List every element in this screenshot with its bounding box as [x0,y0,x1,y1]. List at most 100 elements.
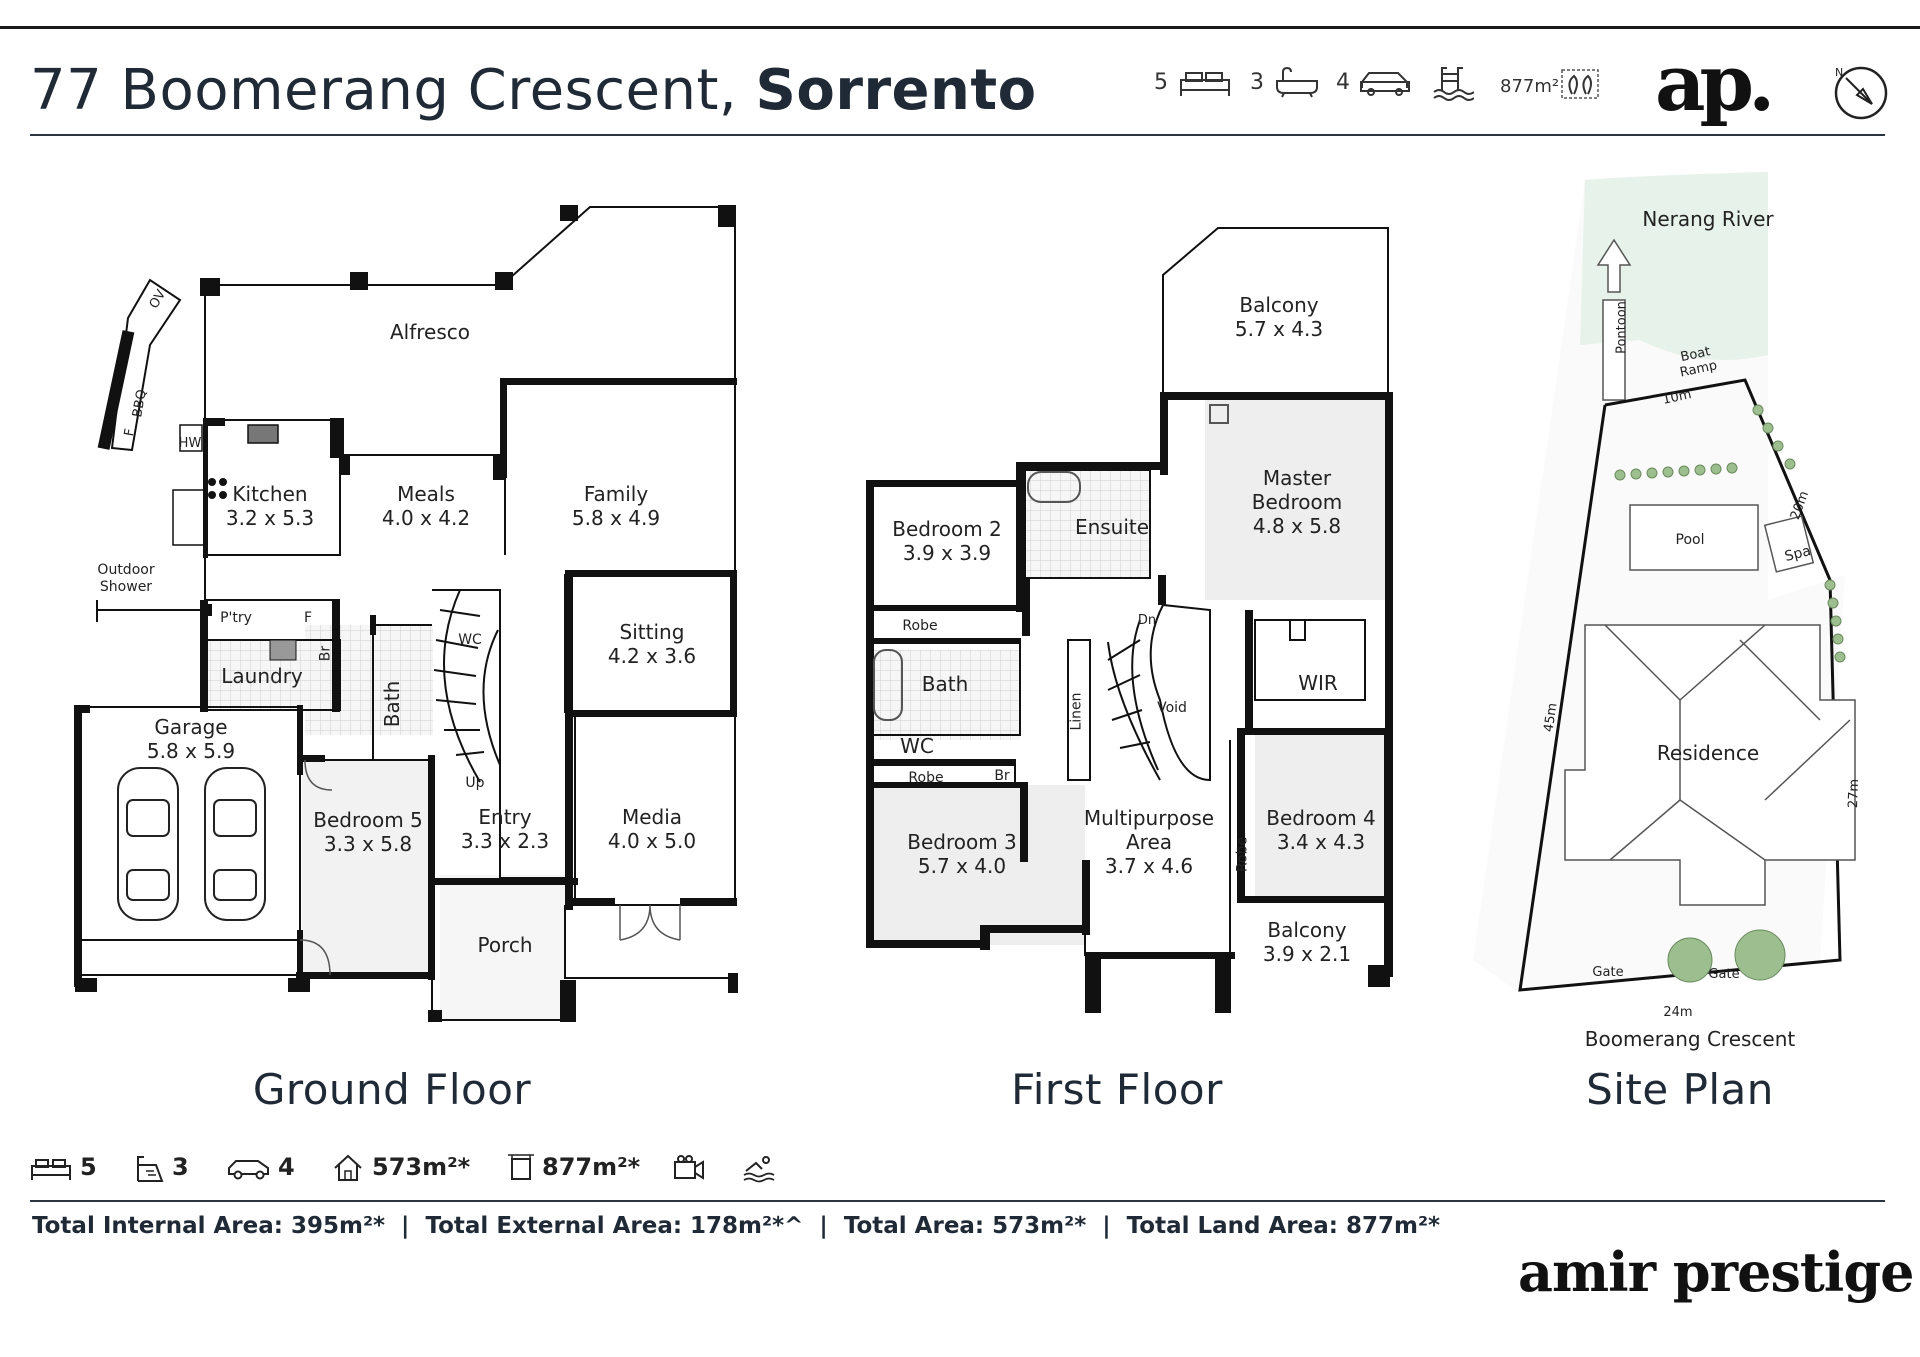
logo-ap: ap. [1655,38,1775,129]
land-size-text: 877m² [1500,76,1560,97]
room-sitting-size: 4.2 x 3.6 [607,644,697,668]
media-bottom [564,905,735,979]
wall-wir-left [1245,610,1253,730]
wall-bath-top [370,615,376,635]
wall-media-bottom-r [680,898,737,906]
wall-ensuite-bottom [1022,578,1030,636]
room-entry: Entry 3.3 x 2.3 [461,805,549,853]
ground-floor-plan [74,205,738,1022]
family-outline [505,379,736,575]
wall-balcony-pillar [1368,965,1390,987]
room-kitchen-name: Kitchen [232,482,308,506]
title-divider [30,134,1885,136]
wall-bed5-top [300,755,325,762]
alfresco-outline [205,206,736,380]
wall-bed2-right [1016,462,1024,612]
site-street-label: Boomerang Crescent [1584,1027,1796,1051]
room-meals: Meals 4.0 x 4.2 [382,482,470,530]
stairs-up-label: Up [465,775,485,791]
site-pontoon-label: Pontoon [1614,301,1630,354]
wall-kitchen-top-l [205,418,225,426]
bathtub-icon [1276,66,1318,98]
room-sitting-name: Sitting [619,620,685,644]
room-master-name1: Master [1262,466,1332,490]
wall-entry-bottom [428,878,578,885]
wir-notch [1289,620,1306,641]
property-title: 77 Boomerang Crescent, Sorrento [30,58,1037,123]
cars-count: 4 [1336,70,1350,95]
wall-bed4-top [1237,728,1387,735]
room-wc-ground: WC [458,632,482,648]
room-pantry: P'try [220,610,252,626]
ground-floor-title: Ground Floor [252,1065,532,1114]
room-bedroom4-name: Bedroom 4 [1266,806,1376,830]
room-bedroom4-size: 3.4 x 4.3 [1276,830,1366,854]
wall-bed3-step [980,925,990,950]
pontoon-arrow [1596,238,1632,293]
wall-bath-bottom-ff [866,760,1016,766]
linen-cupboard [1067,639,1091,781]
room-balcony-top-name: Balcony [1239,293,1319,317]
site-gate1-label: Gate [1592,965,1624,980]
compass-north-label: N [1835,66,1843,79]
wall-kitchen-top-r [330,418,344,458]
room-kitchen-size: 3.2 x 5.3 [225,506,315,530]
room-br-ff: Br [994,768,1010,784]
room-family: Family 5.8 x 4.9 [572,482,660,530]
wall-garage-left [74,705,82,987]
room-balcony-bottom-name: Balcony [1267,918,1347,942]
wall-laundry-right [332,600,340,712]
wall-porch-corner-l [428,1010,442,1022]
site-dim-27m: 27m [1845,778,1863,809]
room-alfresco: Alfresco [389,320,471,344]
car-icon [1360,72,1410,96]
wall-bed4-bottom [1237,896,1387,903]
room-balcony-top-size: 5.7 x 4.3 [1234,317,1324,341]
room-meals-size: 4.0 x 4.2 [381,506,471,530]
room-balcony-bottom: Balcony 3.9 x 2.1 [1263,918,1351,966]
room-garage: Garage 5.8 x 5.9 [147,715,235,763]
bath-icon-bottom [137,1156,164,1182]
wall-bed3-top [866,782,1021,788]
wall-ensuite-br [1158,575,1166,605]
room-family-name: Family [583,482,649,506]
outdoor-shower-label: Outdoor Shower [97,562,154,596]
wall-media-bottom-l [565,898,615,906]
void-label: Void [1157,700,1187,716]
wall-garage-corner [74,705,90,713]
room-master-size: 4.8 x 5.8 [1252,514,1342,538]
wall-media-pillar [728,973,738,993]
wall-kitchen-left [203,418,208,558]
wall-bed5-right [428,755,435,980]
room-family-size: 5.8 x 4.9 [571,506,661,530]
wir-outline [1254,619,1366,701]
camera-icon [674,1155,704,1180]
room-multipurpose-name1: Multipurpose [1083,806,1215,830]
wall-alfresco-pillar-1 [350,272,368,290]
river-area [1580,172,1768,360]
wall-bed5-bottom [296,972,434,979]
bottom-divider [30,1200,1885,1202]
garage-cars [117,767,266,921]
wall-multi-pillar-l [1085,955,1101,1013]
ff-staircase [1107,619,1161,781]
wall-garage-right-top [297,705,303,775]
bottom-baths: 3 [172,1153,189,1181]
room-multipurpose-name2: Area [1125,830,1173,854]
void-outline [1149,603,1211,782]
outdoor-shower-line2: Shower [99,579,153,595]
room-robe-ff3: Robe [1234,836,1251,873]
room-wir: WIR [1298,671,1338,695]
site-residence-label: Residence [1656,741,1760,765]
site-plan-title: Site Plan [1586,1065,1774,1114]
wall-alfresco-pillar-2 [495,272,513,290]
wall-alfresco-pillar-3 [560,205,578,221]
wall-ff-left [866,480,874,948]
car-right [204,767,266,921]
bath-floor [305,625,433,735]
wall-family-bottom [565,570,737,577]
room-bedroom3-size: 5.7 x 4.0 [917,854,1007,878]
room-entry-name: Entry [478,805,532,829]
wall-laundry-left [200,600,208,712]
